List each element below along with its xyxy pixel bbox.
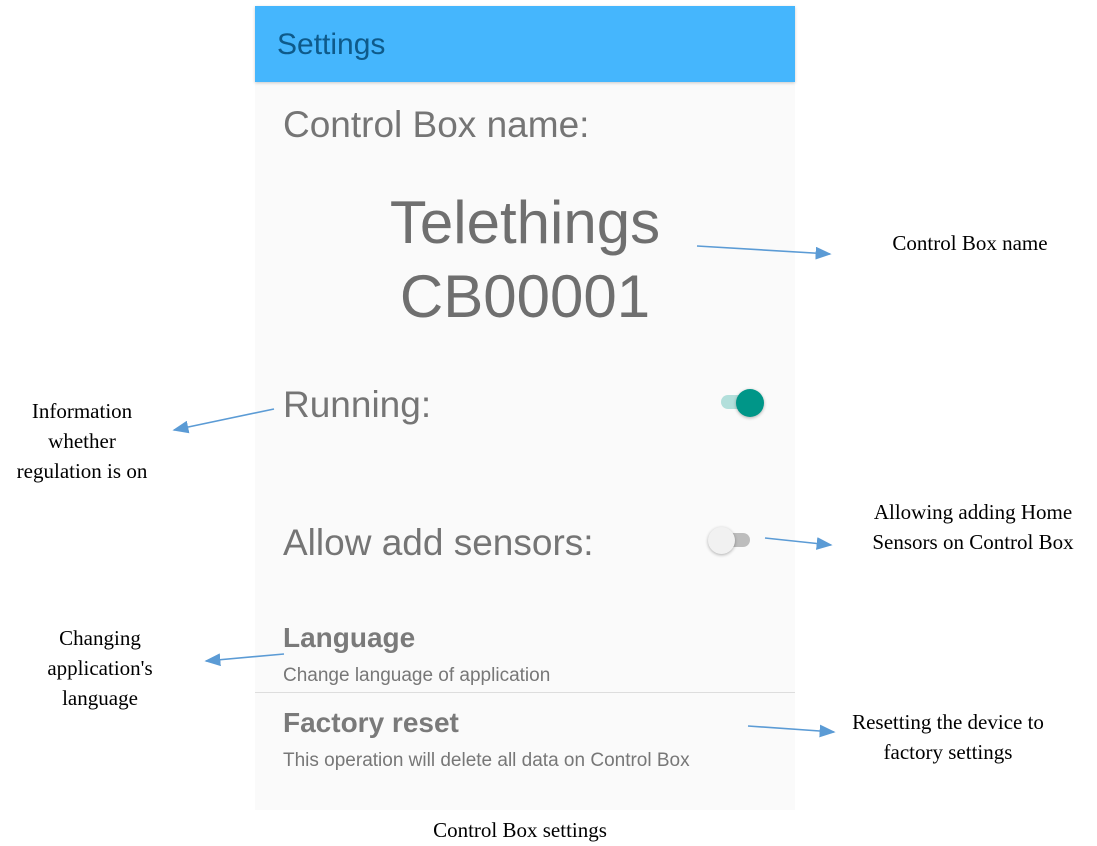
arrow-name: [696, 245, 832, 260]
divider: [255, 692, 795, 693]
running-label: Running:: [283, 384, 432, 425]
arrow-language: [204, 653, 285, 667]
name-line-1: Telethings: [389, 189, 661, 256]
factory-reset-subtitle: This operation will delete all data on C…: [283, 750, 690, 771]
arrow-reset: [747, 724, 836, 738]
name-line-2: CB00001: [399, 263, 651, 330]
language-title: Language: [283, 622, 416, 653]
factory-reset-title: Factory reset: [283, 707, 459, 738]
allow-add-sensors-switch[interactable]: [708, 527, 754, 554]
arrow-sensors: [764, 537, 833, 550]
app-bar-title: Settings: [255, 6, 795, 82]
language-subtitle: Change language of application: [283, 665, 551, 686]
allow-add-sensors-label: Allow add sensors:: [283, 522, 594, 563]
arrow-running: [172, 408, 275, 434]
running-switch[interactable]: [718, 389, 764, 417]
figure-caption: Control Box settings: [433, 818, 607, 842]
control-box-name-label: Control Box name:: [283, 104, 590, 145]
annotation-name: Control Box name: [892, 231, 1048, 255]
settings-screen: Settings Control Box name: Telethings CB…: [255, 6, 795, 810]
control-box-name: Telethings CB00001: [255, 186, 795, 334]
